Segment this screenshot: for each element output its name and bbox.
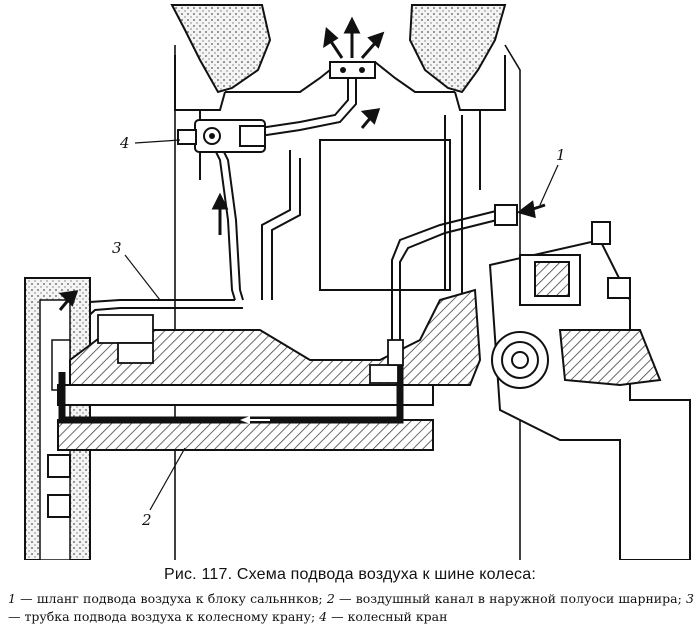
axle-housing <box>57 288 482 451</box>
knuckle <box>488 221 691 560</box>
legend-text-4: — колесный кран <box>327 609 448 624</box>
tire <box>170 4 507 94</box>
flow-arrows <box>58 108 546 311</box>
callout-2: 2 <box>141 511 152 529</box>
legend-text-1: — шланг подвода воздуха к блоку сальннко… <box>15 591 327 606</box>
leader-lines <box>124 139 559 511</box>
outflow-arrows <box>323 16 385 59</box>
hose-1 <box>391 204 518 340</box>
legend-text-3: — трубка подвода воздуха к колесному кра… <box>8 609 320 624</box>
air-supply-diagram: 4 3 1 2 <box>24 4 691 560</box>
wheel-crane <box>177 119 266 153</box>
figure-caption-title: Рис. 117. Схема подвода воздуха к шине к… <box>163 566 537 583</box>
tire-valve <box>329 61 376 79</box>
hub-body <box>261 115 463 300</box>
legend-text-2: — воздушный канал в наружной полуоси шар… <box>334 591 687 606</box>
legend-num-3: 3 <box>686 591 694 606</box>
legend-num-4: 4 <box>319 609 328 624</box>
seal-blocks <box>97 314 404 384</box>
legend-num-2: 2 <box>326 591 335 606</box>
legend-num-1: 1 <box>8 591 16 606</box>
callout-4: 4 <box>119 134 130 152</box>
callout-1: 1 <box>556 146 566 164</box>
figure-legend: 1 — шланг подвода воздуха к блоку сальнн… <box>8 590 694 626</box>
callout-3: 3 <box>112 239 122 257</box>
air-channel-2 <box>58 360 404 424</box>
